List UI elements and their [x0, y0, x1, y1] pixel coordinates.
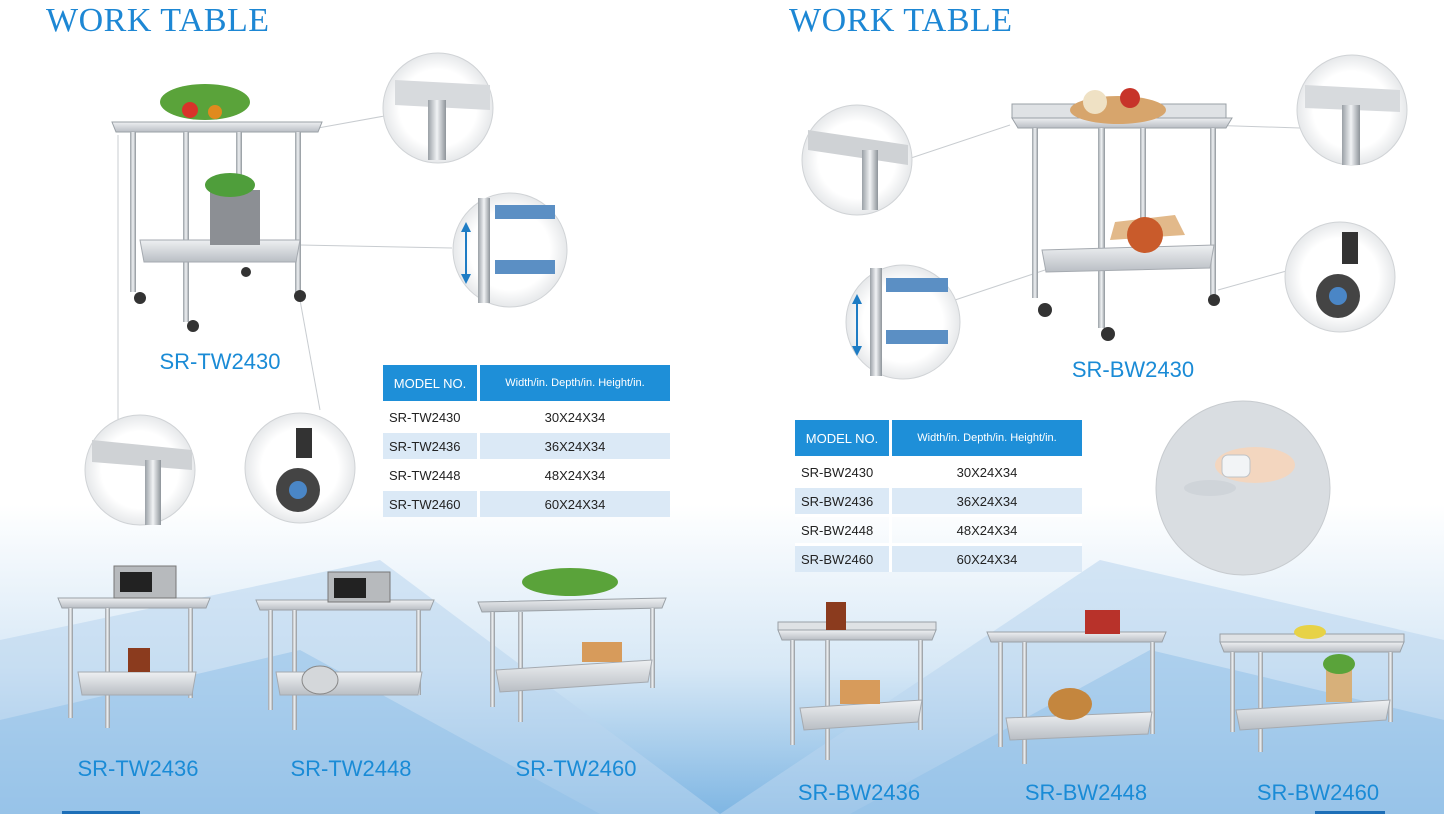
- model-label-sr-tw2436: SR-TW2436: [77, 756, 199, 781]
- detail-circle-cleaning: [1155, 400, 1331, 576]
- cell-model: SR-BW2448: [795, 514, 892, 543]
- cell-model: SR-TW2436: [383, 430, 480, 459]
- detail-circle-corner-left: [84, 414, 196, 526]
- model-label-sr-tw2448: SR-TW2448: [290, 756, 412, 781]
- table-sr-tw2460-image: [477, 568, 667, 722]
- detail-circle-caster-left: [244, 412, 356, 524]
- spec-table-right: MODEL NO. Width/in. Depth/in. Height/in.…: [795, 420, 1082, 572]
- cell-model: SR-BW2430: [795, 456, 892, 485]
- detail-circle-caster-right: [1284, 221, 1396, 333]
- detail-circle-backsplash-right: [1296, 54, 1408, 166]
- cell-model: SR-TW2448: [383, 459, 480, 488]
- footer-accent-left: [62, 811, 140, 814]
- table-sr-bw2430-image: [1011, 88, 1233, 341]
- cell-dimensions: 30X24X34: [892, 456, 1082, 485]
- header-dimensions: Width/in. Depth/in. Height/in.: [892, 420, 1082, 456]
- detail-circle-shelf-adjust: [452, 192, 568, 308]
- table-sr-tw2448-image: [255, 571, 435, 730]
- model-label-sr-bw2460: SR-BW2460: [1256, 780, 1380, 805]
- table-row: SR-TW2448 48X24X34: [383, 459, 670, 488]
- detail-circle-backsplash-left: [382, 52, 494, 164]
- table-sr-tw2430-image: [111, 84, 323, 332]
- table-row: SR-TW2430 30X24X34: [383, 401, 670, 430]
- cell-model: SR-TW2460: [383, 488, 480, 517]
- model-label-sr-bw2436: SR-BW2436: [797, 780, 921, 805]
- cell-model: SR-BW2460: [795, 543, 892, 572]
- detail-circle-shelf-adjust-right: [845, 264, 961, 380]
- model-label-sr-tw2460: SR-TW2460: [515, 756, 637, 781]
- detail-circle-corner-right: [801, 104, 913, 216]
- cell-dimensions: 36X24X34: [480, 430, 670, 459]
- header-model-no: MODEL NO.: [795, 420, 892, 456]
- table-sr-bw2460-image: [1219, 625, 1405, 752]
- cell-dimensions: 60X24X34: [480, 488, 670, 517]
- table-row: SR-BW2436 36X24X34: [795, 485, 1082, 514]
- table-row: SR-TW2436 36X24X34: [383, 430, 670, 459]
- cell-dimensions: 60X24X34: [892, 543, 1082, 572]
- model-label-sr-bw2430: SR-BW2430: [1071, 357, 1195, 382]
- header-dimensions: Width/in. Depth/in. Height/in.: [480, 365, 670, 401]
- table-sr-tw2436-image: [57, 565, 211, 728]
- cell-dimensions: 36X24X34: [892, 485, 1082, 514]
- table-row: SR-BW2448 48X24X34: [795, 514, 1082, 543]
- cell-dimensions: 48X24X34: [480, 459, 670, 488]
- table-row: SR-BW2430 30X24X34: [795, 456, 1082, 485]
- table-row: SR-TW2460 60X24X34: [383, 488, 670, 517]
- cell-model: SR-TW2430: [383, 401, 480, 430]
- table-row: SR-BW2460 60X24X34: [795, 543, 1082, 572]
- spec-table-left: MODEL NO. Width/in. Depth/in. Height/in.…: [383, 365, 670, 517]
- model-label-sr-tw2430: SR-TW2430: [159, 349, 281, 374]
- footer-accent-right: [1315, 811, 1385, 814]
- table-sr-bw2448-image: [986, 610, 1167, 764]
- cell-model: SR-BW2436: [795, 485, 892, 514]
- cell-dimensions: 30X24X34: [480, 401, 670, 430]
- left-page-title: WORK TABLE: [46, 2, 270, 39]
- cell-dimensions: 48X24X34: [892, 514, 1082, 543]
- spec-table-header: MODEL NO. Width/in. Depth/in. Height/in.: [383, 365, 670, 401]
- model-label-sr-bw2448: SR-BW2448: [1024, 780, 1148, 805]
- right-page-title: WORK TABLE: [789, 2, 1013, 39]
- table-sr-bw2436-image: [777, 602, 937, 760]
- header-model-no: MODEL NO.: [383, 365, 480, 401]
- spec-table-header: MODEL NO. Width/in. Depth/in. Height/in.: [795, 420, 1082, 456]
